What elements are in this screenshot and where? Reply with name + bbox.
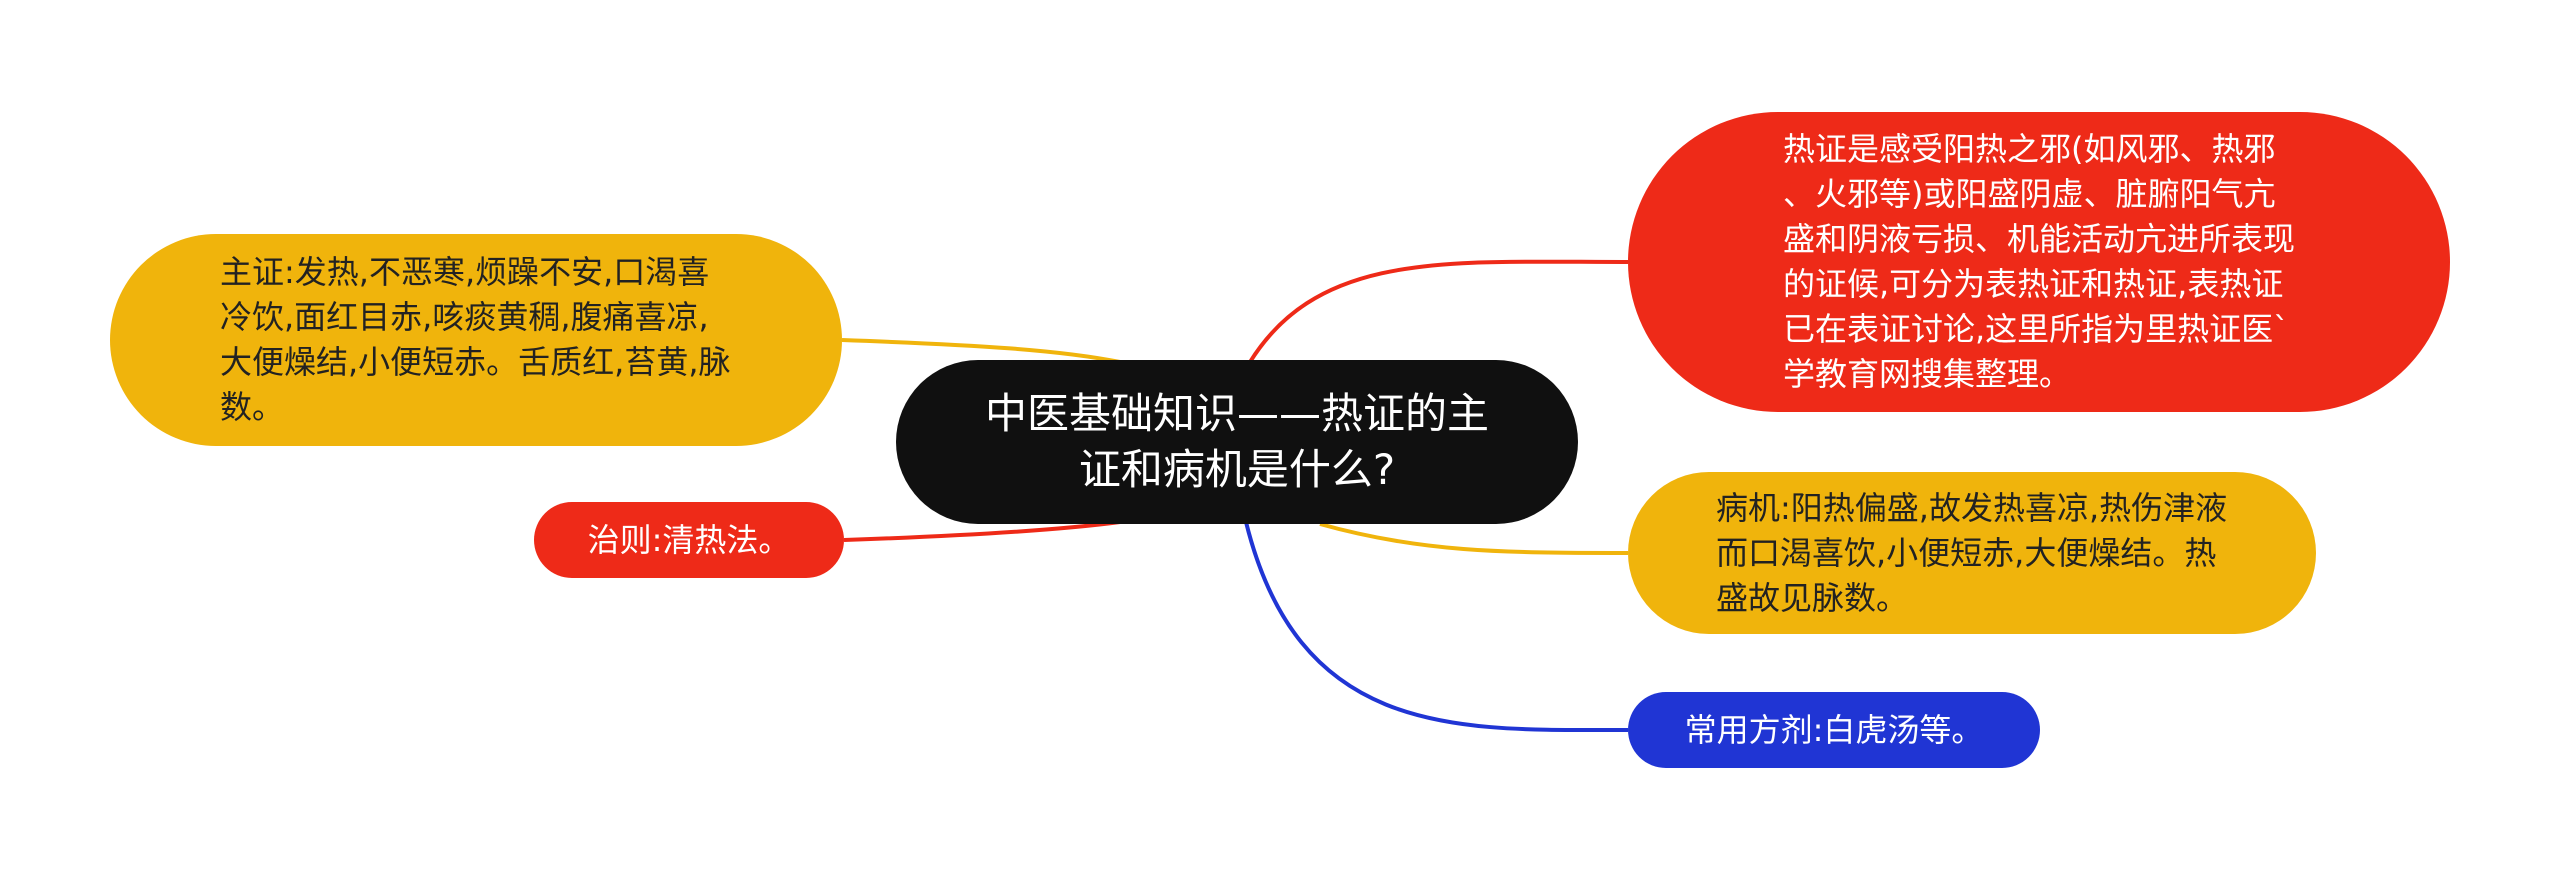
pathogenesis-node[interactable]: 病机:阳热偏盛,故发热喜凉,热伤津液而口渴喜饮,小便短赤,大便燥结。热盛故见脉数… bbox=[1628, 472, 2316, 634]
pathogenesis-text: 病机:阳热偏盛,故发热喜凉,热伤津液而口渴喜饮,小便短赤,大便燥结。热盛故见脉数… bbox=[1716, 488, 2228, 617]
treatment-principle-node[interactable]: 治则:清热法。 bbox=[534, 502, 844, 578]
link-pathogenesis bbox=[1319, 522, 1629, 555]
link-main-symptoms bbox=[841, 338, 1121, 364]
main-symptoms-node[interactable]: 主证:发热,不恶寒,烦躁不安,口渴喜冷饮,面红目赤,咳痰黄稠,腹痛喜凉,大便燥结… bbox=[110, 234, 842, 446]
treatment-principle-text: 治则:清热法。 bbox=[587, 521, 791, 559]
definition-node[interactable]: 热证是感受阳热之邪(如风邪、热邪、火邪等)或阳盛阴虚、脏腑阳气亢盛和阴液亏损、机… bbox=[1628, 112, 2450, 412]
common-formula-text: 常用方剂:白虎汤等。 bbox=[1684, 711, 1984, 749]
main-symptoms-text: 主证:发热,不恶寒,烦躁不安,口渴喜冷饮,面红目赤,咳痰黄稠,腹痛喜凉,大便燥结… bbox=[220, 253, 731, 426]
link-formula bbox=[1244, 521, 1629, 733]
common-formula-node[interactable]: 常用方剂:白虎汤等。 bbox=[1628, 692, 2040, 768]
link-definition bbox=[1248, 259, 1629, 364]
central-topic-node[interactable]: 中医基础知识——热证的主证和病机是什么? bbox=[896, 360, 1578, 524]
definition-text: 热证是感受阳热之邪(如风邪、热邪、火邪等)或阳盛阴虚、脏腑阳气亢盛和阴液亏损、机… bbox=[1783, 130, 2296, 393]
link-treatment bbox=[843, 520, 1121, 542]
central-topic-text: 中医基础知识——热证的主证和病机是什么? bbox=[984, 389, 1489, 494]
